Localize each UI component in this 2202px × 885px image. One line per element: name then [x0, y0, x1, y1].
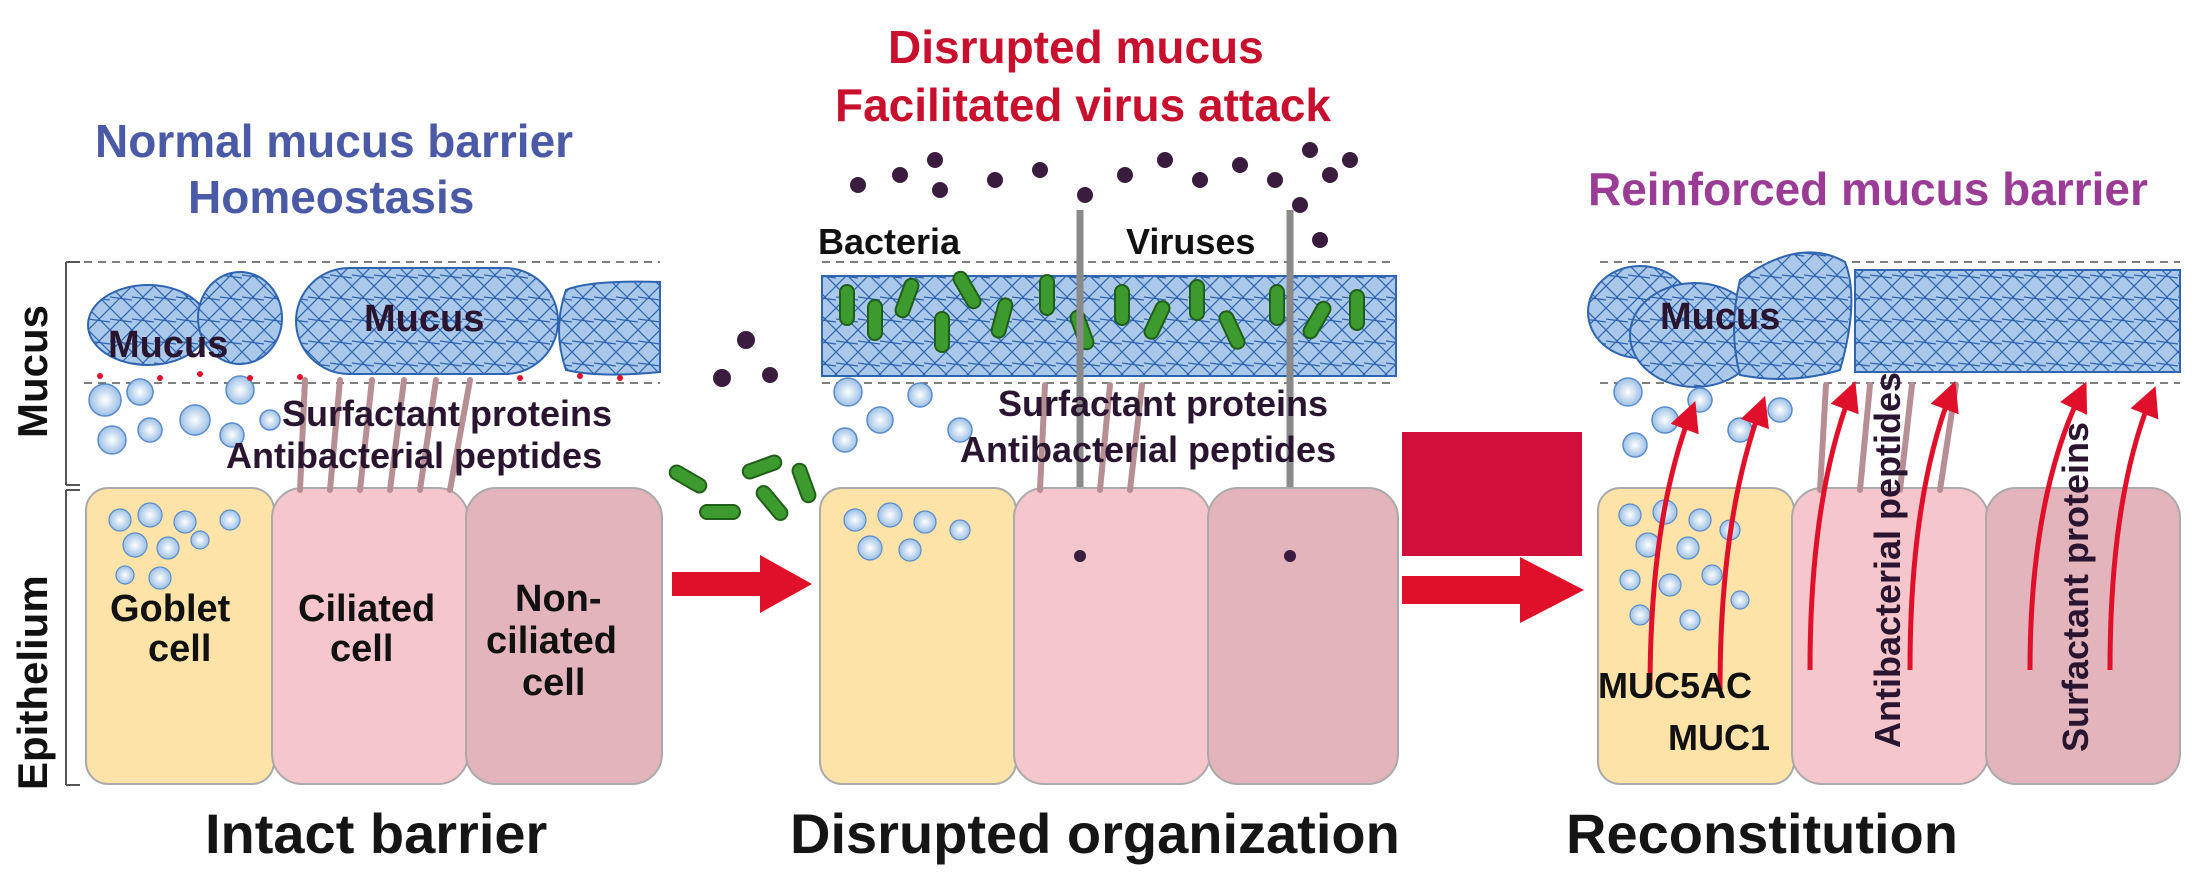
goblet-label-2: cell	[148, 628, 212, 670]
nonciliated-label-1: Non-	[515, 578, 602, 620]
mucus-blob	[1733, 251, 1853, 380]
left-surfactant: Surfactant proteins	[282, 393, 613, 434]
right-title: Reinforced mucus barrier	[1588, 163, 2148, 215]
goblet-label-1: Goblet	[110, 588, 231, 630]
mucin-granules	[88, 375, 281, 455]
goblet-cell	[819, 487, 1017, 785]
middle-surfactant: Surfactant proteins	[998, 383, 1329, 424]
left-mucus-label-2: Mucus	[364, 298, 485, 340]
left-title-line1: Normal mucus barrier	[95, 115, 574, 167]
ciliated-cell	[1013, 487, 1211, 785]
ciliated-label-1: Ciliated	[298, 588, 436, 630]
side-bracket	[65, 261, 80, 786]
polyp-atp-box	[1402, 432, 1582, 556]
side-label-mucus: Mucus	[9, 304, 56, 438]
ciliated-label-2: cell	[330, 628, 394, 670]
middle-panel	[819, 142, 1399, 785]
nonciliated-cell	[465, 487, 663, 785]
middle-antibacterial: Antibacterial peptides	[960, 429, 1337, 470]
side-label-epithelium: Epithelium	[9, 575, 56, 790]
mucus-blob	[295, 267, 559, 375]
mucus-blob	[197, 271, 283, 365]
virus-particles	[713, 331, 778, 387]
left-title-line2: Homeostasis	[188, 171, 475, 223]
left-antibacterial: Antibacterial peptides	[226, 435, 603, 476]
mucus-blob	[1854, 269, 2181, 373]
mucus-blob	[558, 280, 661, 376]
virus-cloud	[850, 142, 1358, 248]
right-mucus-label: Mucus	[1660, 296, 1781, 338]
muc5ac-label: MUC5AC	[1598, 665, 1753, 706]
caption-disrupted-organization: Disrupted organization	[790, 802, 1400, 865]
muc1-label: MUC1	[1668, 717, 1771, 758]
left-mucus-label-1: Mucus	[108, 324, 229, 366]
middle-viruses: Viruses	[1126, 221, 1256, 262]
middle-title-line1: Disrupted mucus	[888, 21, 1264, 73]
arrow-reconstitution	[1402, 557, 1584, 623]
bacteria-group	[668, 454, 817, 521]
caption-reconstitution: Reconstitution	[1566, 802, 1958, 865]
nonciliated-label-3: cell	[522, 662, 586, 704]
right-surfactant-vertical: Surfactant proteins	[2055, 421, 2096, 752]
disrupted-mucus	[821, 275, 1397, 377]
middle-bacteria: Bacteria	[818, 221, 961, 262]
left-panel	[85, 267, 663, 785]
nonciliated-cell	[1207, 487, 1399, 785]
middle-title-line2: Facilitated virus attack	[835, 79, 1331, 131]
caption-intact-barrier: Intact barrier	[205, 802, 548, 865]
arrow-infection	[672, 555, 812, 613]
transition-1	[668, 331, 817, 613]
right-antibacterial-vertical: Antibacterial peptides	[1867, 371, 1908, 748]
right-panel	[1587, 251, 2181, 785]
nonciliated-label-2: ciliated	[486, 620, 617, 662]
